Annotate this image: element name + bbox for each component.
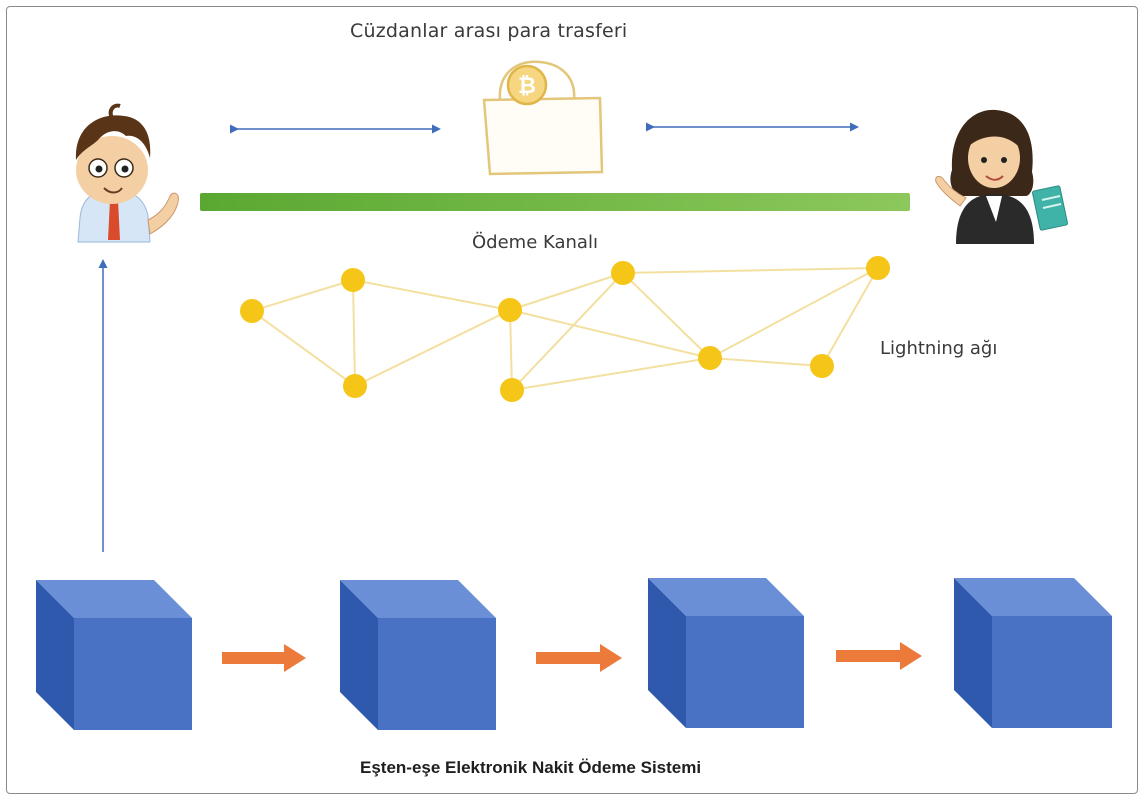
lightning-network-links	[251, 267, 879, 391]
network-node	[698, 346, 722, 370]
block-4	[954, 578, 1112, 728]
woman-avatar-icon	[935, 109, 1068, 244]
network-node	[810, 354, 834, 378]
wallet-transfer-label: Cüzdanlar arası para trasferi	[350, 20, 628, 42]
lightning-network-label: Lightning ağı	[880, 338, 998, 359]
network-node	[500, 378, 524, 402]
payment-channel-bar	[200, 193, 910, 211]
block-arrow-1	[222, 644, 306, 672]
svg-text:₿: ₿	[518, 74, 536, 99]
block-arrow-2	[536, 644, 622, 672]
bitcoin-lock-icon: ₿	[482, 60, 604, 176]
block-1	[36, 580, 192, 730]
lightning-network-nodes	[240, 256, 890, 402]
network-node	[498, 298, 522, 322]
block-arrow-3	[836, 642, 922, 670]
network-node	[240, 299, 264, 323]
block-3	[648, 578, 804, 728]
man-avatar-icon	[75, 103, 179, 243]
network-node	[611, 261, 635, 285]
block-2	[340, 580, 496, 730]
p2p-system-caption: Eşten-eşe Elektronik Nakit Ödeme Sistemi	[360, 758, 702, 777]
network-node	[866, 256, 890, 280]
network-node	[343, 374, 367, 398]
payment-channel-label: Ödeme Kanalı	[472, 232, 598, 253]
network-node	[341, 268, 365, 292]
